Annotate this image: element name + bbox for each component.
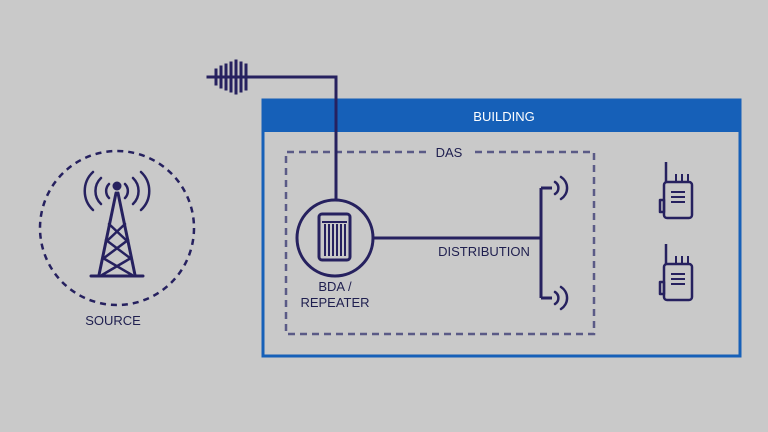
bda-circle bbox=[295, 198, 375, 278]
building-label: BUILDING bbox=[473, 109, 534, 124]
bda-repeater bbox=[295, 198, 375, 278]
cell-tower-icon bbox=[83, 170, 151, 278]
distribution-label: DISTRIBUTION bbox=[438, 244, 530, 259]
antenna-feeds bbox=[541, 186, 552, 300]
das-area: DAS bbox=[284, 145, 596, 336]
bda-label-line2: REPEATER bbox=[300, 295, 369, 310]
feed-line bbox=[206, 75, 338, 202]
building: BUILDING bbox=[261, 98, 742, 358]
building-header bbox=[263, 100, 740, 132]
yagi-antenna-icon bbox=[214, 59, 248, 95]
source-label: SOURCE bbox=[85, 313, 141, 328]
das-label: DAS bbox=[436, 145, 463, 160]
das-boundary bbox=[284, 150, 596, 336]
distribution bbox=[374, 186, 552, 300]
bda-label-line1: BDA / bbox=[318, 279, 352, 294]
broadcast-antenna-icon bbox=[553, 175, 569, 201]
two-way-radio-icon bbox=[658, 244, 694, 302]
source-coverage-circle bbox=[38, 149, 196, 307]
broadcast-antenna-icon bbox=[553, 285, 569, 311]
roof-antenna bbox=[206, 59, 338, 202]
tower-beacon bbox=[112, 181, 122, 191]
bda-repeater-icon bbox=[317, 212, 352, 262]
two-way-radio-icon bbox=[658, 162, 694, 220]
source: SOURCE bbox=[38, 149, 196, 328]
